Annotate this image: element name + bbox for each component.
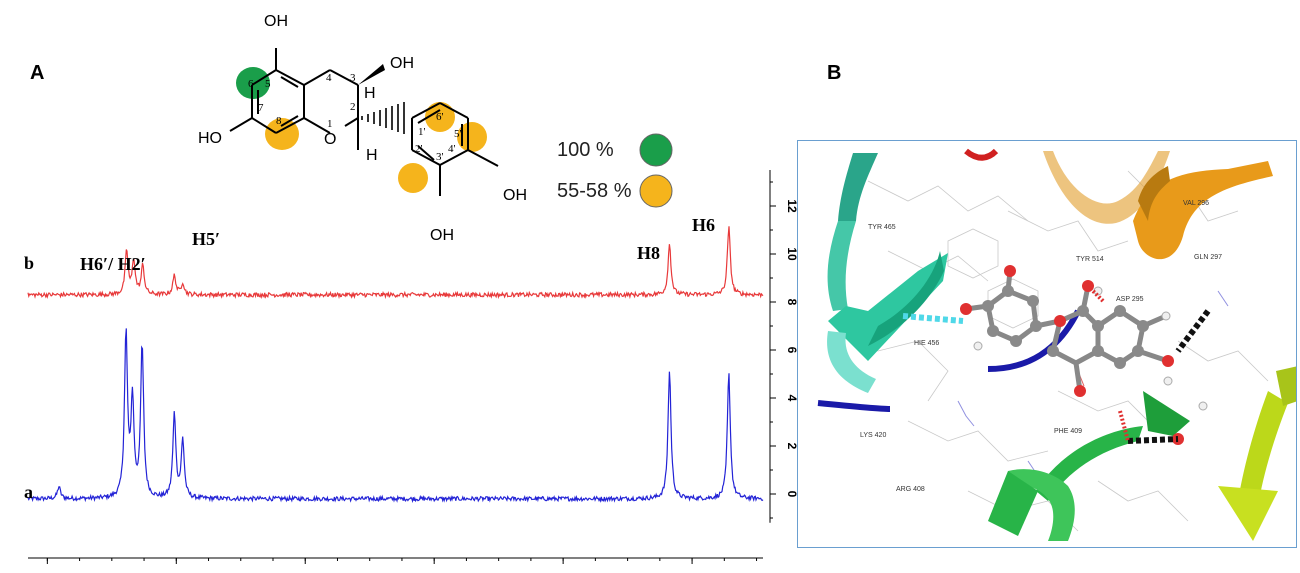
legend-partial-dot [639,174,673,208]
x-tick-label: 6.4 [425,570,444,573]
residue-label-lys420: LYS 420 [860,432,886,439]
y-tick-label: 0 [785,491,799,498]
atom-4: 4 [326,72,332,84]
atom-7: 7 [258,102,264,114]
spectrum-trace-b [27,226,764,300]
atom-5: 5 [265,78,271,90]
y-tick-label: 2 [785,443,799,450]
residue-label-val296: VAL 296 [1183,200,1209,207]
y-tick-label: 10 [785,247,799,261]
h-c3-label: H [364,85,376,102]
docking-render: TYR 465 TYR 514 VAL 296 GLN 297 ASP 295 … [817,148,1296,541]
residue-label-tyr465: TYR 465 [868,224,896,231]
oh-4p-label: OH [503,187,527,204]
atom-2: 2 [350,101,356,113]
residue-label-tyr514: TYR 514 [1076,256,1104,263]
oh-left-label: HO [198,130,222,147]
atom-3p: 3' [436,151,444,163]
panel-b-label: B [827,62,842,84]
residue-label-asp295: ASP 295 [1116,296,1144,303]
atom-5p: 5' [454,128,462,140]
x-tick-label: 6.2 [554,570,572,573]
atom-1p: 1' [418,126,426,138]
legend-full-dot [639,133,673,167]
atom-6: 6 [248,78,254,90]
residue-label-arg408: ARG 408 [896,486,925,493]
catechin-structure: OH OH HO OH OH H H O 6 5 4 3 2 1 7 8 1' … [198,13,673,244]
trace-b-label: b [24,253,35,273]
legend-full-label: 100 % [557,139,614,161]
c6-highlight [236,67,270,99]
h-c2-label: H [366,147,378,164]
c6p-highlight [425,102,455,132]
o-ring-label: O [324,131,336,148]
peak-label-h8: H8 [637,243,661,263]
y-tick-label: 8 [785,299,799,306]
legend-partial-label: 55-58 % [557,180,632,202]
y-tick-label: 4 [785,395,799,402]
atom-2p: 2' [415,143,423,155]
panel-a-label: A [30,62,45,84]
trace-a-label: a [24,482,33,502]
spectrum-trace-a [27,328,764,504]
atom-6p: 6' [436,111,444,123]
x-tick-label: 7.0 [38,570,56,573]
atom-4p: 4' [448,143,456,155]
residue-label-gln297: GLN 297 [1194,254,1222,261]
x-tick-label: 6.6 [296,570,314,573]
c5p-highlight [457,122,487,152]
docking-panel: TYR 465 TYR 514 VAL 296 GLN 297 ASP 295 … [797,140,1297,548]
y-tick-label: 6 [785,347,799,354]
y-tick-label: 12 [785,199,799,213]
peak-label-h6p-h2p: H6′/ H2′ [80,254,146,274]
atom-3: 3 [350,72,356,84]
c2p-highlight [398,163,428,193]
atom-8: 8 [276,115,282,127]
atom-1: 1 [327,118,333,130]
residue-label-phe409: PHE 409 [1054,428,1082,435]
x-tick-label: 6.0 [683,570,701,573]
peak-label-h5p: H5′ [192,229,221,249]
oh-top-label: OH [264,13,288,30]
oh-c3-label: OH [390,55,414,72]
x-tick-label: 6.8 [167,570,185,573]
peak-label-h6: H6 [692,215,716,235]
oh-3p-label: OH [430,227,454,244]
residue-label-hie456: HIE 456 [914,340,939,347]
